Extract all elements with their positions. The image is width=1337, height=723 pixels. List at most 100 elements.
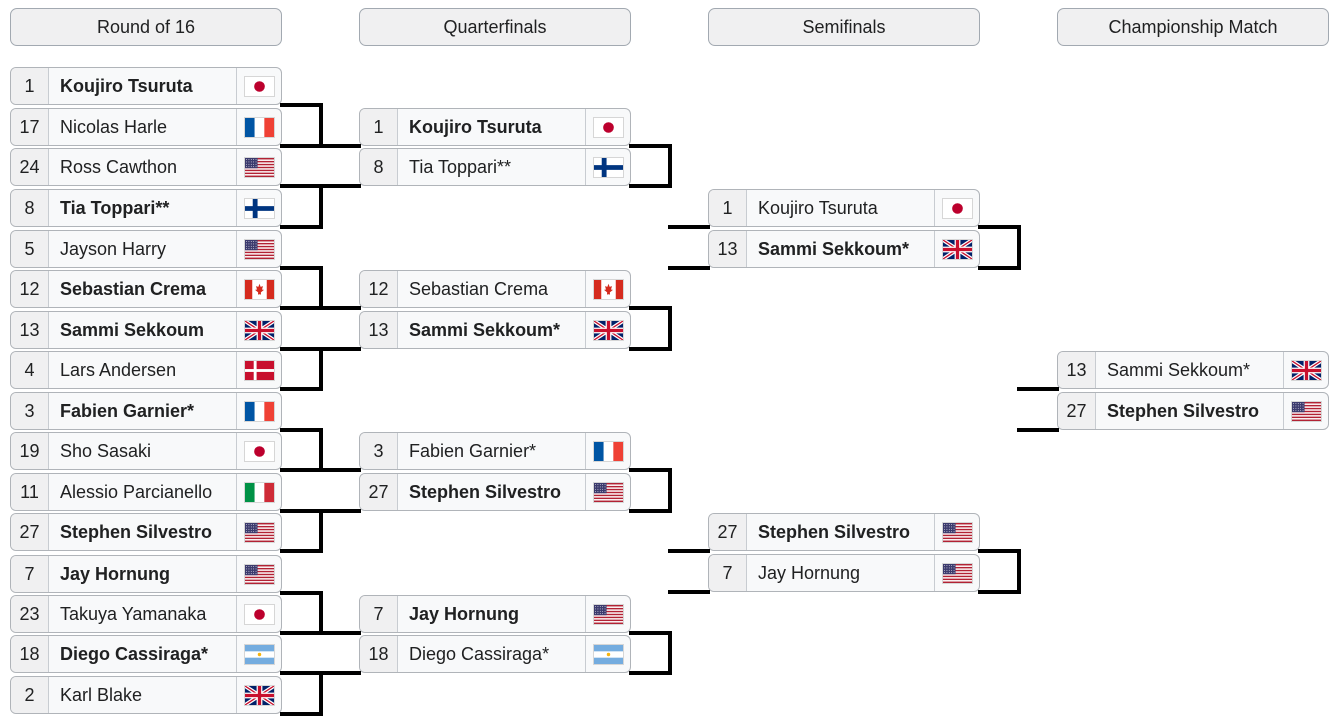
gbr-flag bbox=[1291, 360, 1321, 380]
player-name: Stephen Silvestro bbox=[758, 521, 911, 542]
flag-cell bbox=[934, 231, 979, 267]
seed-number: 11 bbox=[11, 474, 49, 510]
flag-cell bbox=[585, 271, 630, 307]
seed-number: 3 bbox=[11, 393, 49, 429]
bracket-entry: 1 Koujiro Tsuruta bbox=[359, 108, 631, 146]
bracket-entry: 11 Alessio Parcianello bbox=[10, 473, 282, 511]
seed-number: 23 bbox=[11, 596, 49, 632]
arg-flag bbox=[593, 644, 623, 664]
player-name: Koujiro Tsuruta bbox=[758, 197, 878, 218]
seed-number: 1 bbox=[360, 109, 398, 145]
round-header: Championship Match bbox=[1057, 8, 1329, 46]
player-name: Nicolas Harle bbox=[60, 116, 168, 137]
seed-number: 8 bbox=[360, 149, 398, 185]
seed-number: 13 bbox=[1058, 352, 1096, 388]
seed-number: 27 bbox=[11, 514, 49, 550]
flag-cell bbox=[585, 596, 630, 632]
bracket-entry: 2 Karl Blake bbox=[10, 676, 282, 714]
player-name: Takuya Yamanaka bbox=[60, 603, 207, 624]
player-name: Jay Hornung bbox=[758, 562, 861, 583]
seed-number: 7 bbox=[360, 596, 398, 632]
fin-flag bbox=[244, 198, 274, 218]
flag-cell bbox=[934, 555, 979, 591]
usa-flag bbox=[593, 604, 623, 624]
player-name: Stephen Silvestro bbox=[1107, 400, 1260, 421]
player-name: Koujiro Tsuruta bbox=[60, 75, 193, 96]
usa-flag bbox=[244, 522, 274, 542]
player-name: Sho Sasaki bbox=[60, 440, 152, 461]
flag-cell bbox=[236, 393, 281, 429]
seed-number: 18 bbox=[360, 636, 398, 672]
player-name: Tia Toppari** bbox=[409, 156, 512, 177]
round-header: Round of 16 bbox=[10, 8, 282, 46]
usa-flag bbox=[244, 564, 274, 584]
flag-cell bbox=[236, 677, 281, 713]
bracket-entry: 23 Takuya Yamanaka bbox=[10, 595, 282, 633]
jpn-flag bbox=[593, 117, 623, 137]
flag-cell bbox=[236, 596, 281, 632]
jpn-flag bbox=[244, 441, 274, 461]
usa-flag bbox=[942, 522, 972, 542]
seed-number: 1 bbox=[11, 68, 49, 104]
player-name: Sammi Sekkoum* bbox=[758, 238, 910, 259]
seed-number: 3 bbox=[360, 433, 398, 469]
gbr-flag bbox=[593, 320, 623, 340]
seed-number: 18 bbox=[11, 636, 49, 672]
bracket-entry: 13 Sammi Sekkoum* bbox=[1057, 351, 1329, 389]
player-name: Diego Cassiraga* bbox=[409, 643, 550, 664]
player-name: Sammi Sekkoum* bbox=[1107, 359, 1251, 380]
seed-number: 19 bbox=[11, 433, 49, 469]
player-name: Sammi Sekkoum bbox=[60, 319, 205, 340]
jpn-flag bbox=[942, 198, 972, 218]
seed-number: 2 bbox=[11, 677, 49, 713]
seed-number: 12 bbox=[11, 271, 49, 307]
player-name: Tia Toppari** bbox=[60, 197, 170, 218]
player-name: Alessio Parcianello bbox=[60, 481, 213, 502]
flag-cell bbox=[236, 190, 281, 226]
flag-cell bbox=[236, 636, 281, 672]
flag-cell bbox=[585, 474, 630, 510]
fra-flag bbox=[244, 117, 274, 137]
usa-flag bbox=[1291, 401, 1321, 421]
seed-number: 27 bbox=[709, 514, 747, 550]
flag-cell bbox=[236, 556, 281, 592]
bracket-entry: 17 Nicolas Harle bbox=[10, 108, 282, 146]
flag-cell bbox=[585, 433, 630, 469]
gbr-flag bbox=[244, 320, 274, 340]
fra-flag bbox=[593, 441, 623, 461]
seed-number: 17 bbox=[11, 109, 49, 145]
seed-number: 8 bbox=[11, 190, 49, 226]
flag-cell bbox=[585, 109, 630, 145]
player-name: Koujiro Tsuruta bbox=[409, 116, 542, 137]
seed-number: 4 bbox=[11, 352, 49, 388]
player-name: Stephen Silvestro bbox=[409, 481, 562, 502]
flag-cell bbox=[236, 312, 281, 348]
flag-cell bbox=[236, 271, 281, 307]
usa-flag bbox=[942, 563, 972, 583]
flag-cell bbox=[236, 149, 281, 185]
seed-number: 27 bbox=[360, 474, 398, 510]
flag-cell bbox=[236, 231, 281, 267]
player-name: Karl Blake bbox=[60, 684, 143, 705]
player-name: Ross Cawthon bbox=[60, 156, 178, 177]
fin-flag bbox=[593, 157, 623, 177]
flag-cell bbox=[236, 109, 281, 145]
player-name: Sammi Sekkoum* bbox=[409, 319, 561, 340]
seed-number: 12 bbox=[360, 271, 398, 307]
flag-cell bbox=[236, 68, 281, 104]
can-flag bbox=[244, 279, 274, 299]
flag-cell bbox=[236, 514, 281, 550]
flag-cell bbox=[1283, 393, 1328, 429]
flag-cell bbox=[585, 312, 630, 348]
round-header: Semifinals bbox=[708, 8, 980, 46]
